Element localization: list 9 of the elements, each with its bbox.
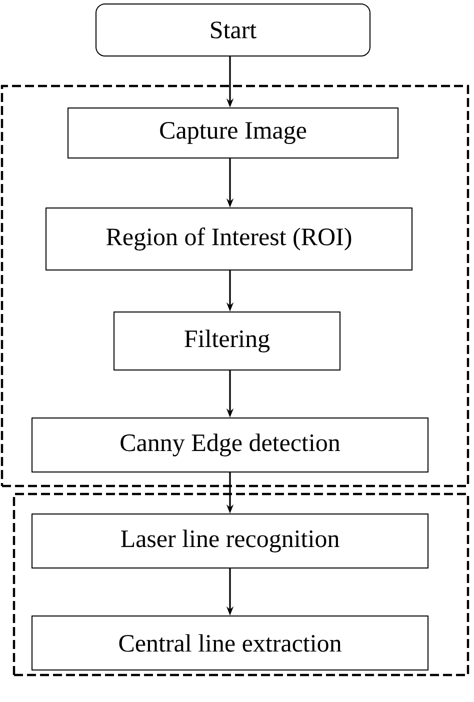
process-box: Laser line recognition [32, 514, 428, 568]
process-box: Filtering [114, 312, 340, 370]
process-box: Capture Image [68, 108, 398, 158]
dashed-group-box [0, 84, 470, 488]
dashed-group-box [12, 492, 470, 676]
process-box: Central line extraction [32, 616, 428, 670]
process-box: Canny Edge detection [32, 418, 428, 472]
process-box: Region of Interest (ROI) [46, 208, 412, 270]
start-box: Start [96, 4, 370, 56]
